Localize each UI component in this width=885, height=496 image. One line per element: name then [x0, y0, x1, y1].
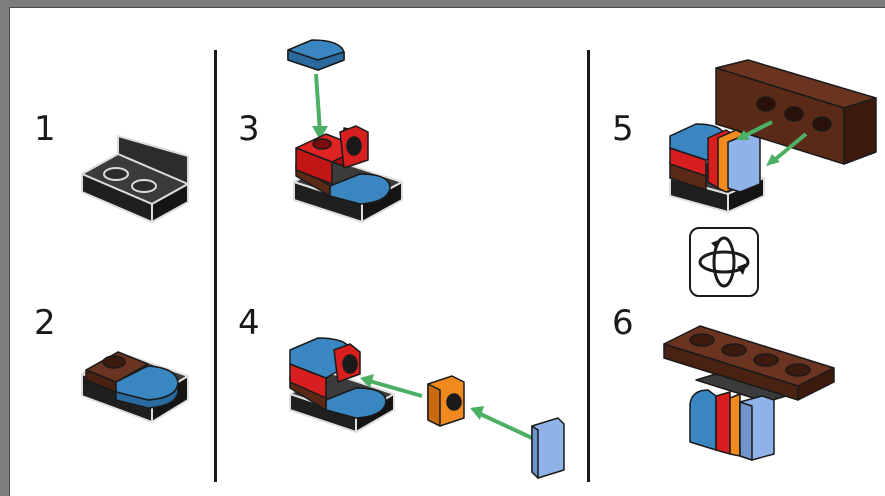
step-number-2: 2: [34, 303, 56, 343]
step-number-4: 4: [238, 303, 260, 343]
step-6-assembly: [663, 325, 835, 461]
step-4-assembly: [289, 337, 565, 479]
step-1-black-bracket: [81, 135, 189, 223]
step-number-6: 6: [612, 303, 634, 343]
rotate-model-icon: [689, 227, 759, 297]
step-2-assembly: [81, 351, 189, 423]
column-divider-left: [214, 50, 217, 482]
step-number-3: 3: [238, 109, 260, 149]
step-number-1: 1: [34, 109, 56, 149]
rotate-arrows-icon: [698, 236, 750, 288]
instruction-sheet: 1 2 3 4 5 6: [9, 7, 885, 496]
step-number-5: 5: [612, 109, 634, 149]
step-5-assembly: [669, 59, 877, 213]
step-3-assembly: [287, 39, 403, 223]
column-divider-right: [587, 50, 590, 482]
